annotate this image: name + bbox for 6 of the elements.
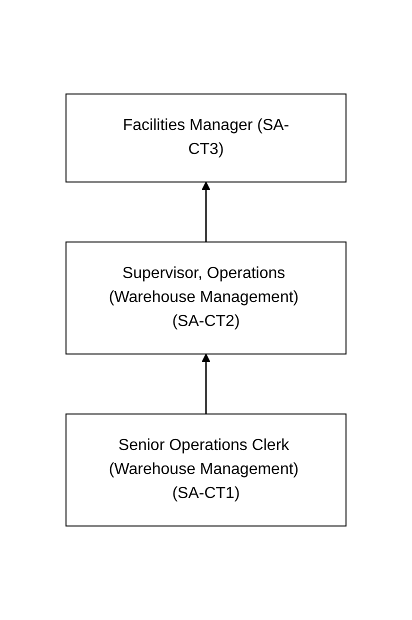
arrow xyxy=(202,182,210,242)
node-box xyxy=(66,414,346,526)
org-chart: Facilities Manager (SA-CT3) Supervisor, Operations (Warehouse Management) (SA-CT2) Senior Operations Clerk (Warehouse Management) (SA-CT1) xyxy=(58,86,354,534)
arrow xyxy=(202,354,210,414)
node-box xyxy=(66,242,346,354)
node-box xyxy=(66,94,346,182)
